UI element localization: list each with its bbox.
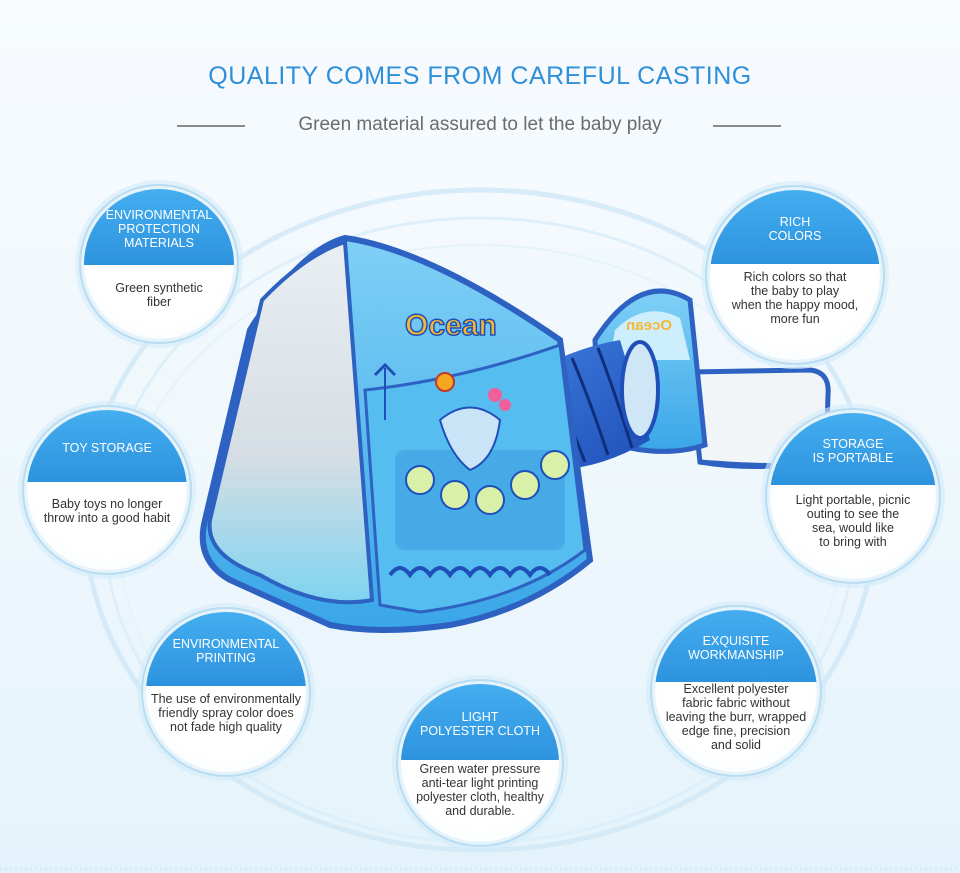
feature-text: The use of environmentally friendly spra… [150, 692, 302, 734]
feature-text: Green water pressure anti-tear light pri… [416, 762, 544, 818]
feature-badge-environmental-materials: ENVIRONMENTAL PROTECTION MATERIALS Green… [84, 189, 234, 339]
feature-badge-storage-portable: STORAGE IS PORTABLE Light portable, picn… [770, 413, 936, 579]
feature-heading: RICH COLORS [710, 190, 880, 264]
feature-badge-toy-storage: TOY STORAGE Baby toys no longer throw in… [27, 410, 187, 570]
feature-heading: TOY STORAGE [27, 410, 187, 482]
feature-badge-rich-colors: RICH COLORS Rich colors so that the baby… [710, 190, 880, 360]
subtitle-rule-left [177, 125, 245, 127]
feature-text: Baby toys no longer throw into a good ha… [43, 497, 171, 525]
feature-text: Green synthetic fiber [115, 281, 203, 309]
rear-tent-logo: Ocean [626, 317, 672, 334]
feature-heading: ENVIRONMENTAL PRINTING [146, 612, 306, 686]
page-title: QUALITY COMES FROM CAREFUL CASTING [208, 62, 752, 90]
feature-badge-exquisite-workmanship: EXQUISITE WORKMANSHIP Excellent polyeste… [655, 610, 817, 772]
subtitle-rule-right [713, 125, 781, 127]
feature-badge-environmental-printing: ENVIRONMENTAL PRINTING The use of enviro… [146, 612, 306, 772]
feature-text: Excellent polyester fabric fabric withou… [665, 682, 807, 752]
subtitle-row: Green material assured to let the baby p… [0, 112, 960, 140]
feature-heading: STORAGE IS PORTABLE [770, 413, 936, 485]
feature-badge-light-polyester-cloth: LIGHT POLYESTER CLOTH Green water pressu… [401, 684, 559, 842]
feature-heading: EXQUISITE WORKMANSHIP [655, 610, 817, 682]
tent-logo: Ocean [405, 309, 497, 342]
main-tent: Ocean [199, 234, 594, 633]
feature-text: Light portable, picnic outing to see the… [795, 493, 911, 549]
feature-heading: LIGHT POLYESTER CLOTH [401, 684, 559, 760]
feature-text: Rich colors so that the baby to play whe… [731, 270, 859, 326]
feature-heading: ENVIRONMENTAL PROTECTION MATERIALS [84, 189, 234, 265]
subtitle: Green material assured to let the baby p… [298, 114, 662, 135]
